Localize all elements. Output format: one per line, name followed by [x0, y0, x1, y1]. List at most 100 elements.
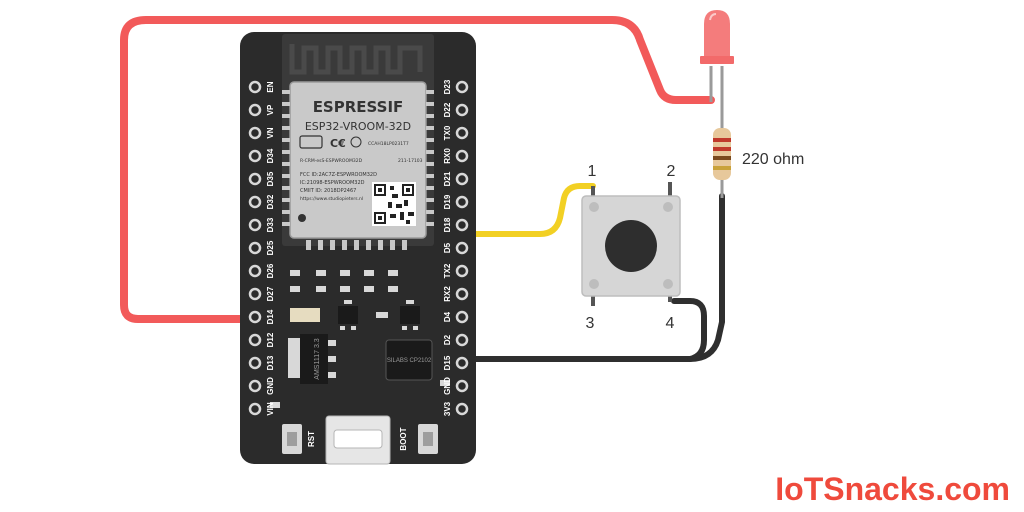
left-pin-pad — [248, 402, 262, 416]
left-pin-pad — [248, 264, 262, 278]
right-pin-pad — [455, 310, 469, 324]
transistor-2 — [400, 306, 420, 324]
resistor-band-1 — [713, 138, 731, 142]
right-pin-pad — [455, 287, 469, 301]
left-pin-pad — [248, 379, 262, 393]
module-brand: ESPRESSIF — [313, 98, 404, 116]
right-pin-pad — [455, 103, 469, 117]
right-pin-pad — [455, 264, 469, 278]
resistor: 220 ohm — [713, 120, 804, 198]
fcc-line-1: FCC ID:2AC7Z-ESPWROOM32D — [300, 172, 377, 178]
left-pin-label: VN — [266, 127, 275, 138]
left-pin-label: EN — [266, 81, 275, 92]
resistor-band-3 — [713, 156, 731, 160]
red-wire-led-anode — [120, 16, 715, 323]
button-pin-4-label: 4 — [666, 315, 675, 332]
right-pin-pad — [455, 333, 469, 347]
yellow-wire-d5 — [459, 183, 596, 237]
usb-chip-label: SILABS CP2102 — [387, 358, 432, 364]
right-pin-pad — [455, 356, 469, 370]
left-pin-header: ENVPVND34D35D32D33D25D26D27D14D12D13GNDV… — [248, 80, 275, 416]
left-pin-pad — [248, 241, 262, 255]
right-pin-label: TX2 — [443, 263, 452, 278]
fcc-line-2: IC:21098-ESPWROOM32D — [300, 180, 365, 186]
right-pin-label: D4 — [443, 311, 452, 322]
boot-label: BOOT — [399, 427, 408, 450]
button-corner-dot — [663, 279, 673, 289]
right-pin-pad — [455, 149, 469, 163]
module-dot — [298, 214, 306, 222]
qr-code-icon — [372, 182, 416, 226]
tactile-push-button: 1 2 3 4 — [581, 163, 681, 332]
left-pin-pad — [248, 126, 262, 140]
cert-small-1: R-CRM-esS-ESPWROOM32D — [300, 158, 363, 164]
left-pin-label: VP — [266, 104, 275, 115]
left-pin-pad — [248, 80, 262, 94]
left-pin-pad — [248, 356, 262, 370]
led-highlight — [709, 13, 717, 21]
right-pin-pad — [455, 241, 469, 255]
right-pin-label: RX2 — [443, 286, 452, 302]
right-pin-label: TX0 — [443, 125, 452, 140]
button-pin-3-label: 3 — [586, 315, 595, 332]
rst-label: RST — [307, 431, 316, 447]
left-pin-pad — [248, 218, 262, 232]
button-pin-2-label: 2 — [667, 163, 676, 180]
left-pin-label: D26 — [266, 263, 275, 278]
regulator-label: AMS1117 3.3 — [314, 338, 321, 379]
micro-usb-port — [325, 415, 391, 465]
right-pin-label: D21 — [443, 171, 452, 186]
left-pin-label: D32 — [266, 194, 275, 209]
right-pin-label: RX0 — [443, 148, 452, 164]
right-pin-label: D22 — [443, 102, 452, 117]
left-pin-label: D13 — [266, 355, 275, 370]
right-pin-label: D19 — [443, 194, 452, 209]
right-pin-label: D15 — [443, 355, 452, 370]
esp32-board: ESPRESSIF ESP32-VROOM-32D C€ CCAH18LP023… — [240, 32, 476, 465]
antenna-trace — [289, 44, 423, 75]
left-pin-pad — [248, 195, 262, 209]
rst-button: RST — [282, 424, 316, 454]
left-pin-label: D25 — [266, 240, 275, 255]
right-pin-label: 3V3 — [443, 401, 452, 416]
right-pin-label: GND — [443, 377, 452, 395]
compliance-circle-icon — [350, 136, 362, 148]
ce-mark-icon: C€ — [330, 137, 346, 150]
fcc-line-3: CMIIT ID: 2018DP2467 — [300, 188, 356, 194]
right-pin-pad — [455, 172, 469, 186]
cert-small-2: CCAH18LP0231T7 — [368, 141, 409, 147]
left-pin-pad — [248, 333, 262, 347]
right-pin-label: D5 — [443, 242, 452, 253]
button-cap — [605, 220, 657, 272]
resistor-band-4 — [713, 166, 731, 170]
smd-components — [270, 270, 450, 408]
left-pin-pad — [248, 149, 262, 163]
left-pin-pad — [248, 103, 262, 117]
left-pin-pad — [248, 310, 262, 324]
left-pin-label: D14 — [266, 309, 275, 324]
left-pin-label: D35 — [266, 171, 275, 186]
left-pin-label: D33 — [266, 217, 275, 232]
module-model: ESP32-VROOM-32D — [305, 120, 411, 133]
right-pin-pad — [455, 379, 469, 393]
button-corner-dot — [589, 279, 599, 289]
module-side-pads — [282, 90, 434, 226]
left-pin-pad — [248, 172, 262, 186]
right-pin-pad — [455, 218, 469, 232]
left-pin-label: GND — [266, 377, 275, 395]
left-pin-pad — [248, 287, 262, 301]
left-pin-label: D27 — [266, 286, 275, 301]
led-body — [704, 10, 730, 60]
module-bottom-pads — [306, 240, 407, 250]
right-pin-pad — [455, 126, 469, 140]
fcc-line-4: https://www.studiopieters.nl — [300, 196, 363, 202]
button-corner-dot — [663, 202, 673, 212]
boot-button: BOOT — [399, 424, 438, 454]
left-pin-label: D12 — [266, 332, 275, 347]
right-pin-pad — [455, 195, 469, 209]
resistor-body — [713, 128, 731, 180]
voltage-regulator: AMS1117 3.3 — [288, 334, 336, 384]
right-pin-pad — [455, 80, 469, 94]
right-pin-pad — [455, 402, 469, 416]
